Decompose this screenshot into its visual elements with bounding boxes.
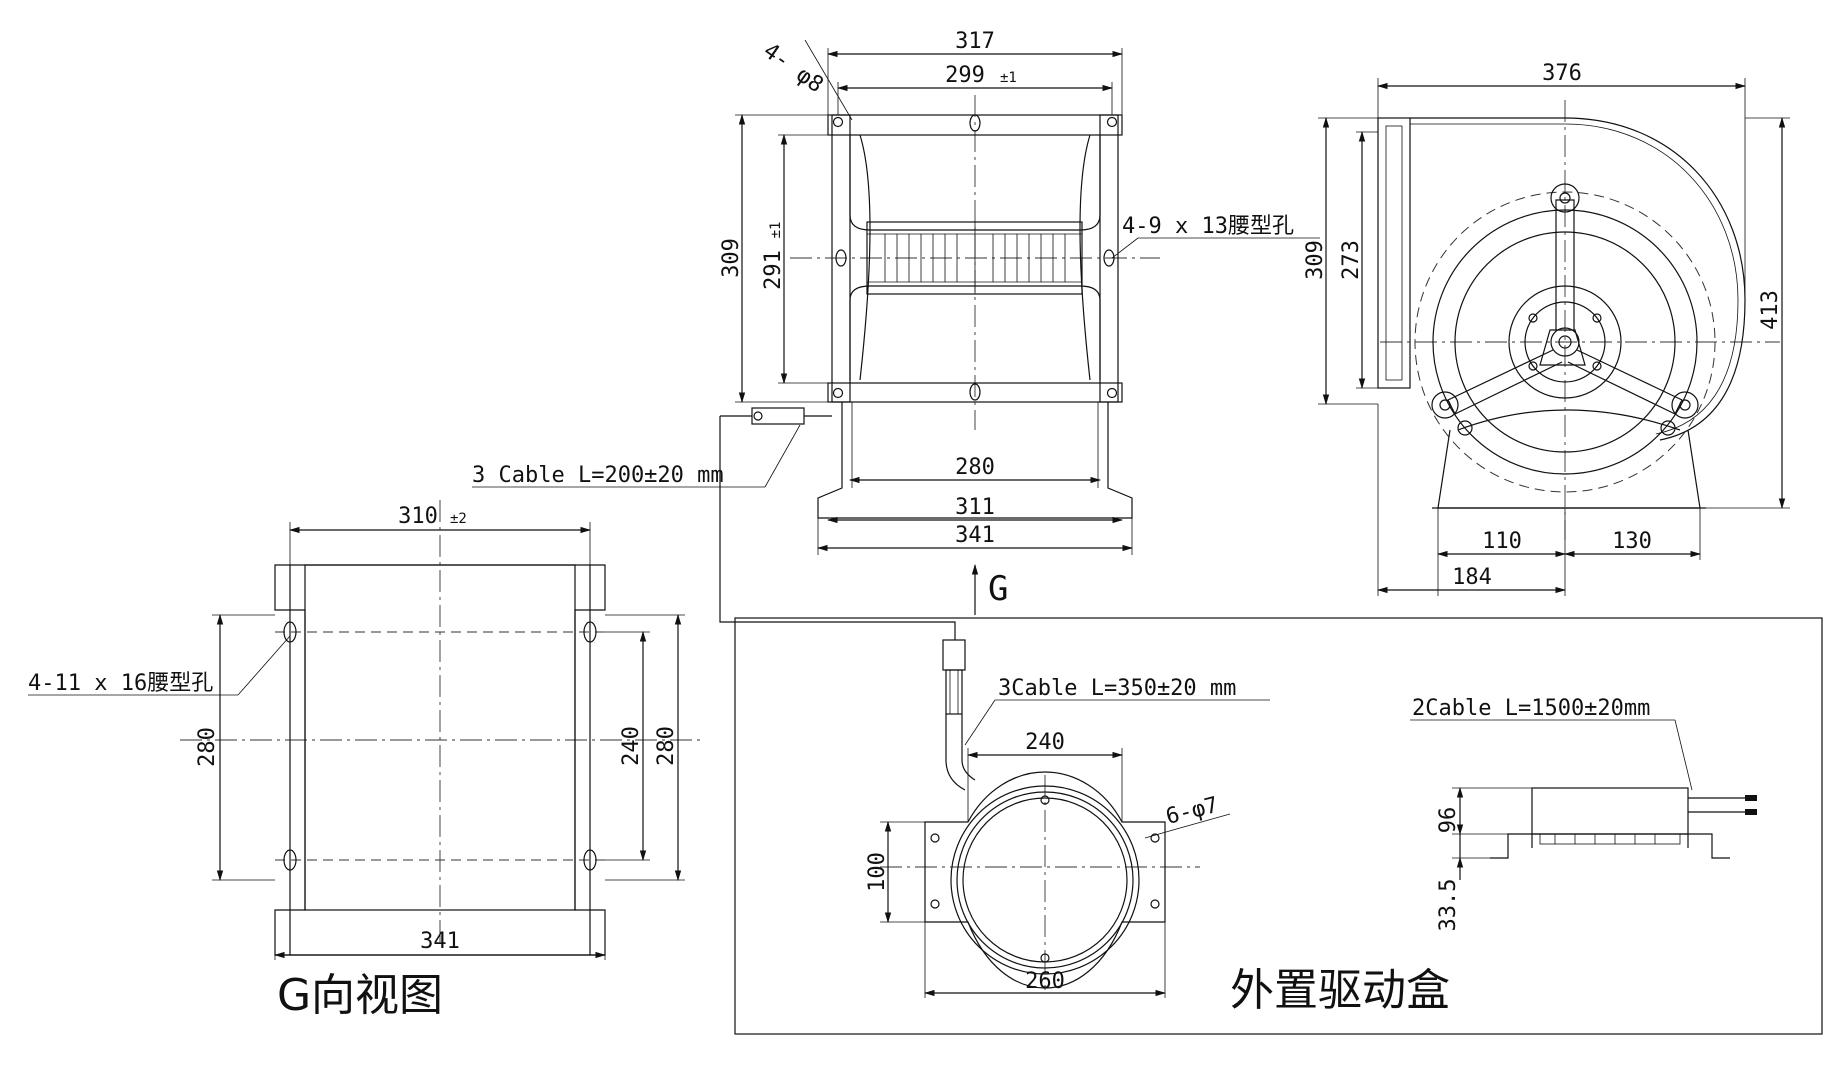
dim-341: 341 [955,523,995,548]
note-cable-200: 3 Cable L=200±20 mm [472,463,724,488]
dim-309-side: 309 [1303,240,1328,280]
dim-184: 184 [1452,565,1492,590]
dim-291: 291 [761,250,786,290]
bracket-arms [1431,183,1699,419]
dim-317: 317 [955,29,995,54]
driver-box-frame [734,617,1823,1035]
note-slots-11x16: 4-11 x 16腰型孔 [28,671,213,696]
dim-309: 309 [719,238,744,278]
dim-299: 299 [945,63,985,88]
g-view-title: G向视图 [277,970,443,1021]
dim-33-box: 33.5 [1436,879,1461,932]
view-arrow-g: G [988,569,1008,609]
note-cable-1500: 2Cable L=1500±20mm [1412,696,1650,721]
dim-240-box: 240 [1025,730,1065,755]
dim-280: 280 [955,455,995,480]
dim-280-left: 280 [195,727,220,767]
driver-box-title: 外置驱动盒 [1230,965,1450,1016]
dim-376: 376 [1542,61,1582,86]
dim-291-tol: ±1 [768,222,784,239]
dim-310-tol: ±2 [450,511,467,527]
dim-341-g: 341 [420,929,460,954]
front-view-dims: 317 299 ±1 309 291 ±1 280 311 341 4- φ8 … [472,29,1320,615]
dim-130: 130 [1612,529,1652,554]
dim-413: 413 [1758,290,1783,330]
dim-240: 240 [619,726,644,766]
front-view [719,95,1160,640]
dim-96-box: 96 [1436,807,1461,834]
driver-box-side-view [1490,787,1757,859]
dim-260-box: 260 [1025,969,1065,994]
note-holes-count: 4- [759,38,795,74]
dim-311: 311 [955,495,995,520]
driver-box-top-dims: 240 260 100 6-φ7 3Cable L=350±20 mm [865,676,1270,998]
note-slots-9x13: 4-9 x 13腰型孔 [1122,214,1294,239]
dim-310: 310 [398,504,438,529]
dim-299-tol: ±1 [1000,70,1017,86]
note-hole-diameter: φ8 [792,62,828,98]
dim-273: 273 [1339,240,1364,280]
side-view [1377,100,1780,540]
fan-blades [884,234,1066,282]
g-view-dims: 310 ±2 280 240 280 341 4-11 x 16腰型孔 G向视图 [28,504,685,1021]
dim-110: 110 [1482,529,1522,554]
driver-box-side-dims: 96 33.5 2Cable L=1500±20mm [1410,696,1693,932]
side-view-dims: 376 309 273 413 110 130 184 [1303,61,1790,596]
note-cable-350: 3Cable L=350±20 mm [998,676,1236,701]
dim-280-right: 280 [654,726,679,766]
dim-100-box: 100 [865,852,890,892]
